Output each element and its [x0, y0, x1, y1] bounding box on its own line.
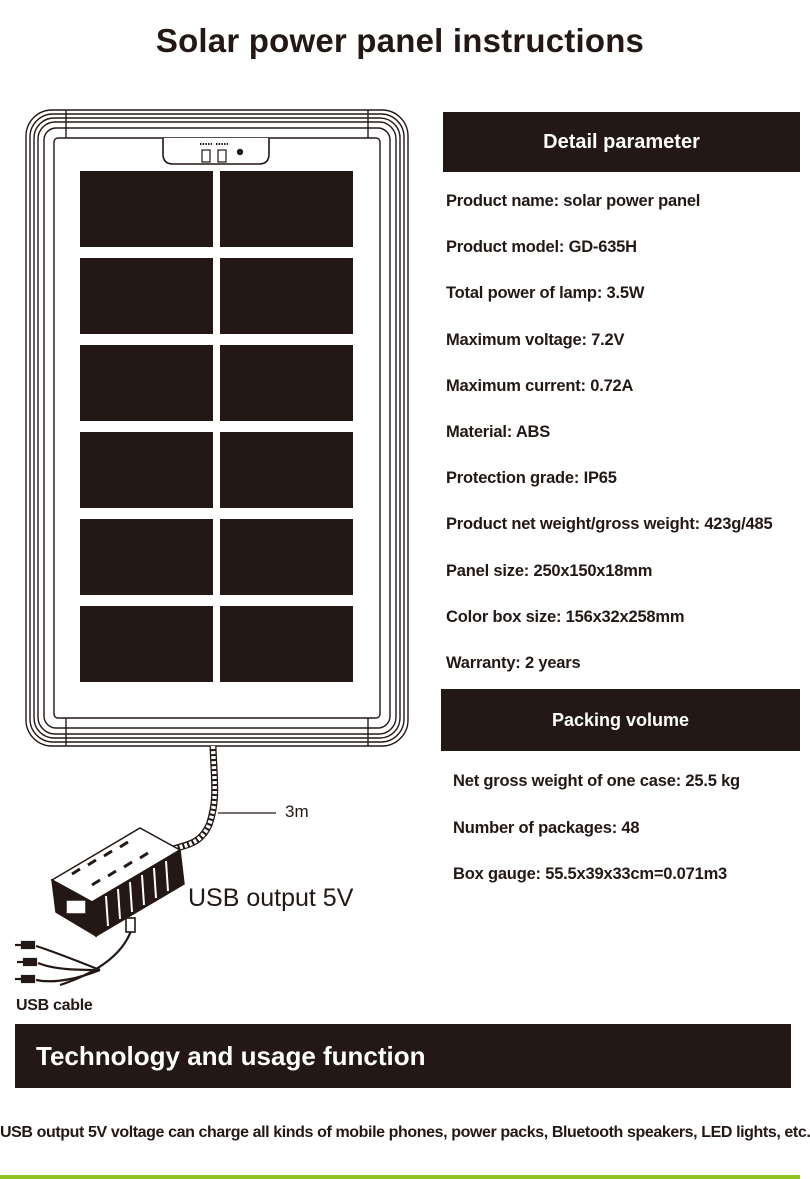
- usage-function-text: USB output 5V voltage can charge all kin…: [0, 1124, 810, 1141]
- usb-output-label: USB output 5V: [188, 884, 354, 912]
- solar-panel-illustration: [15, 109, 409, 987]
- solar-cells: [80, 171, 353, 682]
- technology-heading: Technology and usage function: [15, 1024, 791, 1088]
- packing-volume-heading: Packing volume: [441, 689, 800, 751]
- param-weight: Product net weight/gross weight: 423g/48…: [446, 515, 773, 534]
- param-max-current: Maximum current: 0.72A: [446, 376, 634, 395]
- param-color-box-size: Color box size: 156x32x258mm: [446, 607, 685, 626]
- bottom-accent-rule: [0, 1175, 800, 1179]
- param-warranty: Warranty: 2 years: [446, 653, 581, 672]
- detail-parameter-heading: Detail parameter: [443, 112, 800, 172]
- usb-split-cable: [15, 917, 136, 987]
- cable: [168, 745, 276, 854]
- packing-package-count: Number of packages: 48: [453, 818, 640, 837]
- param-product-name: Product name: solar power panel: [446, 192, 701, 210]
- usb-cable-label: USB cable: [16, 997, 93, 1014]
- param-total-power: Total power of lamp: 3.5W: [446, 284, 645, 303]
- param-max-voltage: Maximum voltage: 7.2V: [446, 330, 625, 349]
- panel-frame: [25, 109, 409, 747]
- usb-output-box: [50, 827, 185, 938]
- packing-case-weight: Net gross weight of one case: 25.5 kg: [453, 772, 740, 790]
- indicator-notch: [162, 138, 270, 165]
- cable-length-label: 3m: [285, 802, 309, 821]
- param-protection-grade: Protection grade: IP65: [446, 469, 617, 488]
- page-title: Solar power panel instructions: [155, 22, 645, 59]
- param-product-model: Product model: GD-635H: [446, 238, 637, 257]
- packing-box-gauge: Box gauge: 55.5x39x33cm=0.071m3: [453, 865, 728, 883]
- packing-volume-list: Net gross weight of one case: 25.5 kg Nu…: [453, 766, 740, 906]
- param-panel-size: Panel size: 250x150x18mm: [446, 561, 653, 580]
- param-material: Material: ABS: [446, 422, 551, 441]
- detail-parameter-list: Product name: solar power panel Product …: [446, 186, 773, 694]
